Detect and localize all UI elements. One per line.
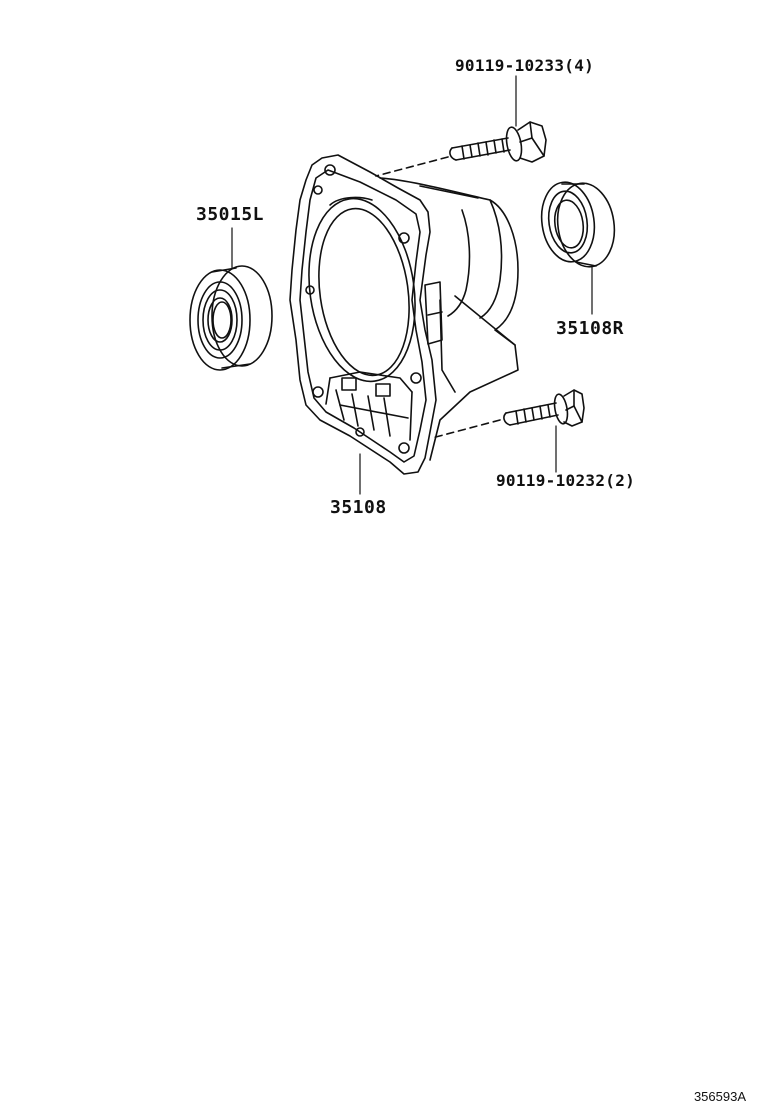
callout-bolt-lower: 90119-10232(2) [496, 471, 636, 490]
bearing-left-part [189, 265, 273, 371]
callout-bearing-left: 35015L [196, 204, 265, 225]
housing-part [289, 154, 519, 475]
callout-seal-right: 35108R [556, 318, 625, 339]
bolt-lower-part [431, 389, 585, 439]
callout-bolt-upper: 90119-10233(4) [455, 56, 595, 75]
leader-lines [231, 75, 593, 495]
figure-id-label: 356593A [693, 1089, 746, 1104]
seal-right-part [540, 181, 616, 268]
callout-housing: 35108 [330, 497, 387, 518]
bolt-upper-part [375, 121, 547, 177]
